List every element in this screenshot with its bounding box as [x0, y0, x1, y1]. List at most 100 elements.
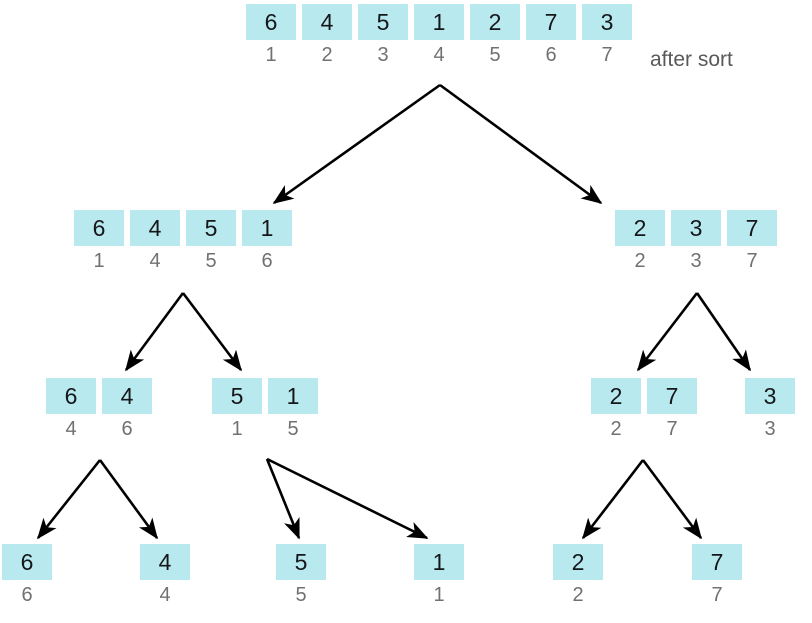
array-cell[interactable]: 7	[526, 4, 576, 40]
array-index-label: 6	[121, 418, 133, 440]
split-arrow-level3b-to-leaf1	[266, 457, 429, 540]
array-cell[interactable]: 1	[414, 544, 464, 580]
array-index-label: 1	[93, 250, 105, 272]
array-index-label: 2	[321, 44, 333, 66]
array-index-label: 1	[433, 584, 445, 606]
array-index-labels: 3	[745, 418, 795, 441]
array-cell[interactable]: 4	[102, 378, 152, 414]
split-arrow-level3right-to-leaf7	[641, 459, 703, 540]
split-arrow-level2left-to-level3a	[124, 292, 185, 372]
array-index-label: 2	[572, 584, 584, 606]
array-cells: 1	[414, 544, 464, 580]
array-cell[interactable]: 2	[553, 544, 603, 580]
array-cell[interactable]: 2	[470, 4, 520, 40]
array-index-label: 5	[489, 44, 501, 66]
array-cells: 3	[745, 378, 795, 414]
array-cell[interactable]: 5	[186, 210, 236, 246]
array-index-label: 7	[746, 250, 758, 272]
array-index-label: 5	[287, 418, 299, 440]
split-arrow-level3right-to-leaf2	[581, 459, 645, 540]
array-index-label: 3	[377, 44, 389, 66]
array-index-label: 3	[764, 418, 776, 440]
array-cell[interactable]: 4	[302, 4, 352, 40]
array-index-label: 4	[159, 584, 171, 606]
array-index-label: 6	[21, 584, 33, 606]
array-index-label: 1	[231, 418, 243, 440]
array-index-labels: 2 3 7	[615, 250, 777, 273]
array-cell[interactable]: 6	[74, 210, 124, 246]
array-index-labels: 4	[140, 584, 190, 607]
array-cell[interactable]: 2	[591, 378, 641, 414]
array-cell[interactable]: 6	[2, 544, 52, 580]
array-index-label: 2	[634, 250, 646, 272]
array-index-label: 7	[711, 584, 723, 606]
array-index-label: 7	[601, 44, 613, 66]
array-cells: 5	[276, 544, 326, 580]
array-cell[interactable]: 3	[745, 378, 795, 414]
array-cell[interactable]: 6	[46, 378, 96, 414]
array-index-labels: 1	[414, 584, 464, 607]
array-index-label: 1	[265, 44, 277, 66]
array-cell[interactable]: 3	[582, 4, 632, 40]
array-index-label: 4	[433, 44, 445, 66]
split-arrow-level3a-to-leaf4	[98, 459, 159, 540]
split-arrow-level2right-to-level3a	[636, 292, 699, 372]
array-index-label: 5	[205, 250, 217, 272]
array-cell[interactable]: 4	[140, 544, 190, 580]
array-cell[interactable]: 7	[692, 544, 742, 580]
array-index-labels: 6	[2, 584, 52, 607]
array-index-label: 3	[690, 250, 702, 272]
array-index-labels: 7	[692, 584, 742, 607]
array-cell[interactable]: 7	[647, 378, 697, 414]
array-cell[interactable]: 1	[268, 378, 318, 414]
array-cell[interactable]: 5	[358, 4, 408, 40]
split-arrow-level2left-to-level3b	[181, 292, 243, 372]
array-cell[interactable]: 4	[130, 210, 180, 246]
array-index-label: 6	[545, 44, 557, 66]
split-arrow-level2right-to-level3b	[695, 292, 752, 372]
array-cell[interactable]: 1	[414, 4, 464, 40]
array-cell[interactable]: 1	[242, 210, 292, 246]
split-arrow-root-to-level2-left	[272, 83, 441, 205]
array-index-label: 4	[65, 418, 77, 440]
array-cell[interactable]: 5	[212, 378, 262, 414]
array-index-labels: 5	[276, 584, 326, 607]
arrows-group	[36, 83, 752, 540]
array-cells: 7	[692, 544, 742, 580]
array-cell[interactable]: 6	[246, 4, 296, 40]
array-cells: 6	[2, 544, 52, 580]
array-cell[interactable]: 7	[727, 210, 777, 246]
split-arrow-level3a-to-leaf6	[36, 459, 102, 540]
array-cells: 2	[553, 544, 603, 580]
array-cell[interactable]: 2	[615, 210, 665, 246]
array-cell[interactable]: 5	[276, 544, 326, 580]
array-cell[interactable]: 3	[671, 210, 721, 246]
array-index-labels: 1 2 3 4 5 6 7	[246, 44, 632, 67]
array-index-label: 2	[610, 418, 622, 440]
split-arrow-level3b-to-leaf5	[265, 458, 301, 540]
array-index-label: 6	[261, 250, 273, 272]
split-arrow-root-to-level2-right	[439, 83, 603, 205]
